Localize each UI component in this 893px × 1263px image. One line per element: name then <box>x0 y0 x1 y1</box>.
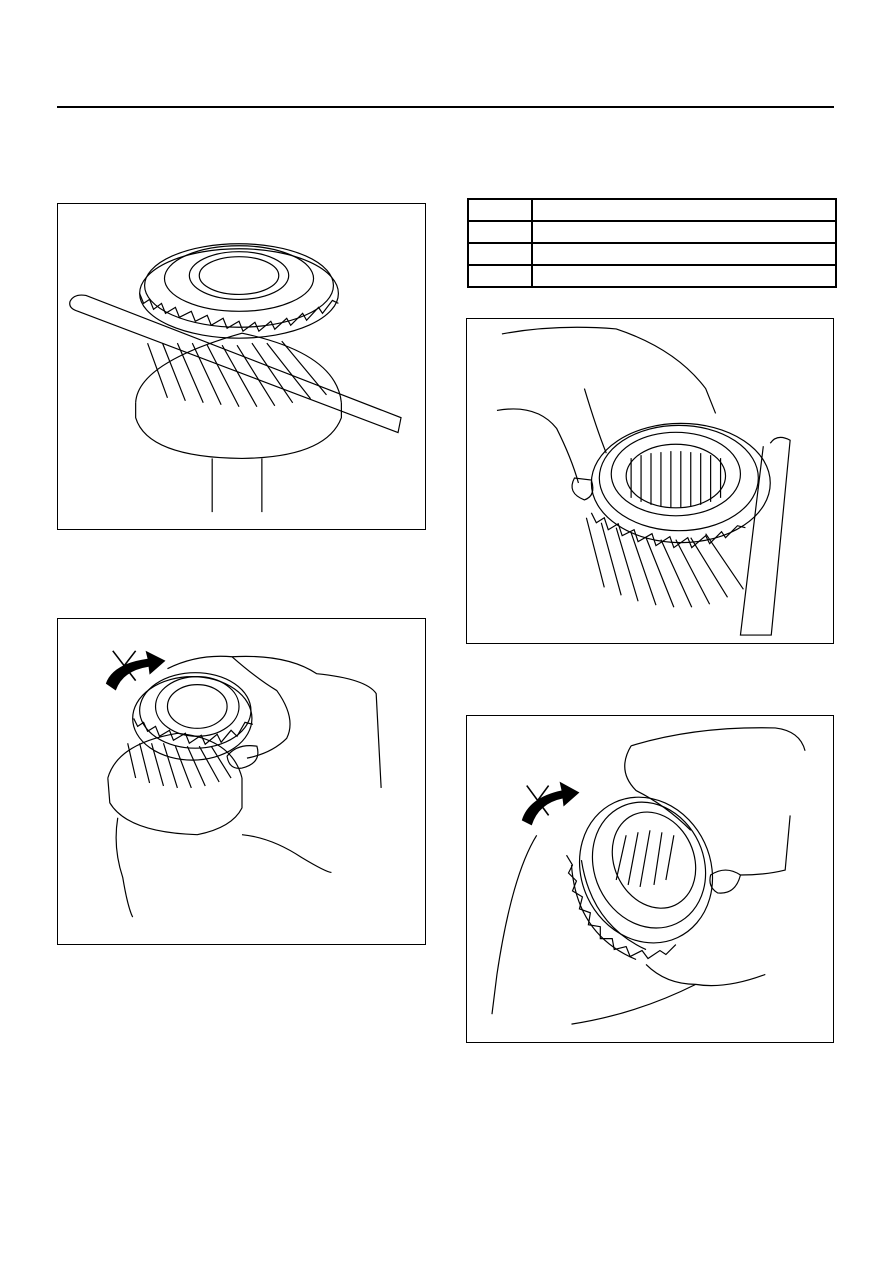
table-row <box>467 264 837 288</box>
spec-table <box>467 198 837 288</box>
gear-with-bar-illustration <box>69 243 402 513</box>
table-cell <box>531 242 837 266</box>
table-row <box>467 220 837 244</box>
table-cell <box>467 242 533 266</box>
figure-hands-rotating-gear <box>466 715 834 1043</box>
figure-gear-with-bar <box>57 203 426 530</box>
hands-rotating-synchronizer-illustration <box>105 650 382 918</box>
table-cell <box>467 264 533 288</box>
table-row <box>467 242 837 266</box>
hands-rotating-gear-illustration <box>491 727 806 1025</box>
figure-hand-holding-gear-with-bar <box>466 318 834 644</box>
table-row <box>467 198 837 222</box>
table-cell <box>531 220 837 244</box>
table-cell <box>531 264 837 288</box>
hand-holding-gear-with-bar-illustration <box>496 326 791 636</box>
table-cell <box>467 220 533 244</box>
table-cell <box>531 198 837 222</box>
header-rule <box>57 106 834 108</box>
table-cell <box>467 198 533 222</box>
figure-hands-rotating-synchronizer <box>57 618 426 945</box>
